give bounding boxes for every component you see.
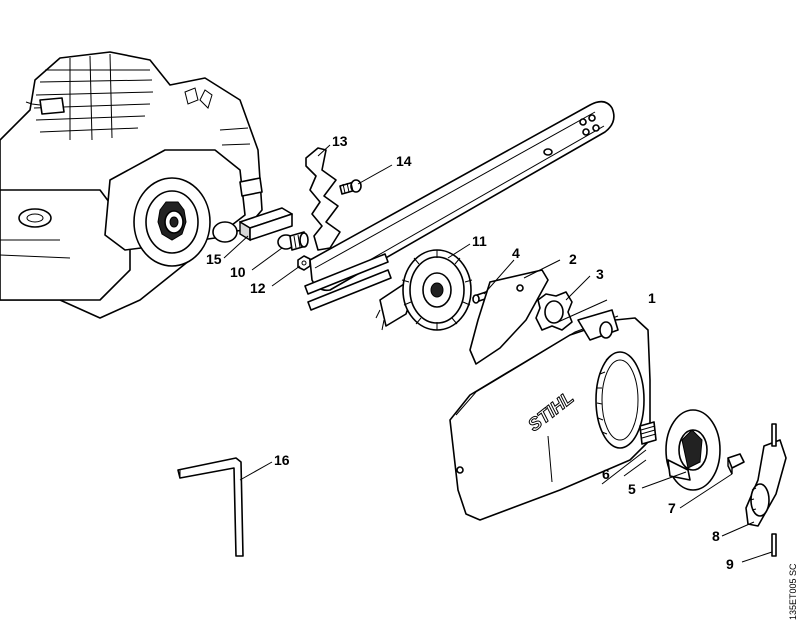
part-3-knob (535, 291, 573, 331)
part-1-sprocket-cover: STIHL (449, 309, 651, 521)
part-7-block (727, 453, 745, 475)
callout-12: 12 (250, 280, 266, 296)
callout-9: 9 (726, 556, 734, 572)
drawing-code: 135ET005 SC (788, 563, 798, 620)
part-15-sliding-block (239, 207, 293, 242)
callout-4: 4 (512, 245, 520, 261)
callout-6: 6 (602, 466, 610, 482)
callout-15: 15 (206, 251, 222, 267)
part-11-gear (375, 249, 473, 331)
part-8-adjusting-wheel (745, 439, 787, 527)
part-2-plate (469, 269, 549, 365)
part-9-pins (771, 423, 777, 557)
callout-14: 14 (396, 153, 412, 169)
part-14-screw (339, 179, 362, 195)
callout-10: 10 (230, 264, 246, 280)
part-10-tensioner-screw (277, 231, 309, 251)
part-12-nut (297, 255, 311, 271)
callout-11: 11 (472, 233, 487, 249)
part-13-spring-plate (305, 147, 341, 251)
callout-3: 3 (596, 266, 604, 282)
engine-housing (0, 51, 263, 319)
callout-7: 7 (668, 500, 676, 516)
callout-2: 2 (569, 251, 577, 267)
callout-13: 13 (332, 133, 348, 149)
part-16-wrench (177, 457, 244, 557)
leader-lines (223, 144, 773, 563)
callout-1: 1 (648, 290, 656, 306)
part-6-spring (639, 421, 657, 445)
guide-bar (304, 100, 615, 311)
callout-5: 5 (628, 481, 636, 497)
callouts: 1 2 3 4 5 6 7 8 9 10 11 12 13 14 15 16 (206, 133, 734, 572)
callout-8: 8 (712, 528, 720, 544)
callout-16: 16 (274, 452, 290, 468)
part-4-screw (472, 291, 489, 304)
part-5-brake-lever (665, 409, 721, 491)
